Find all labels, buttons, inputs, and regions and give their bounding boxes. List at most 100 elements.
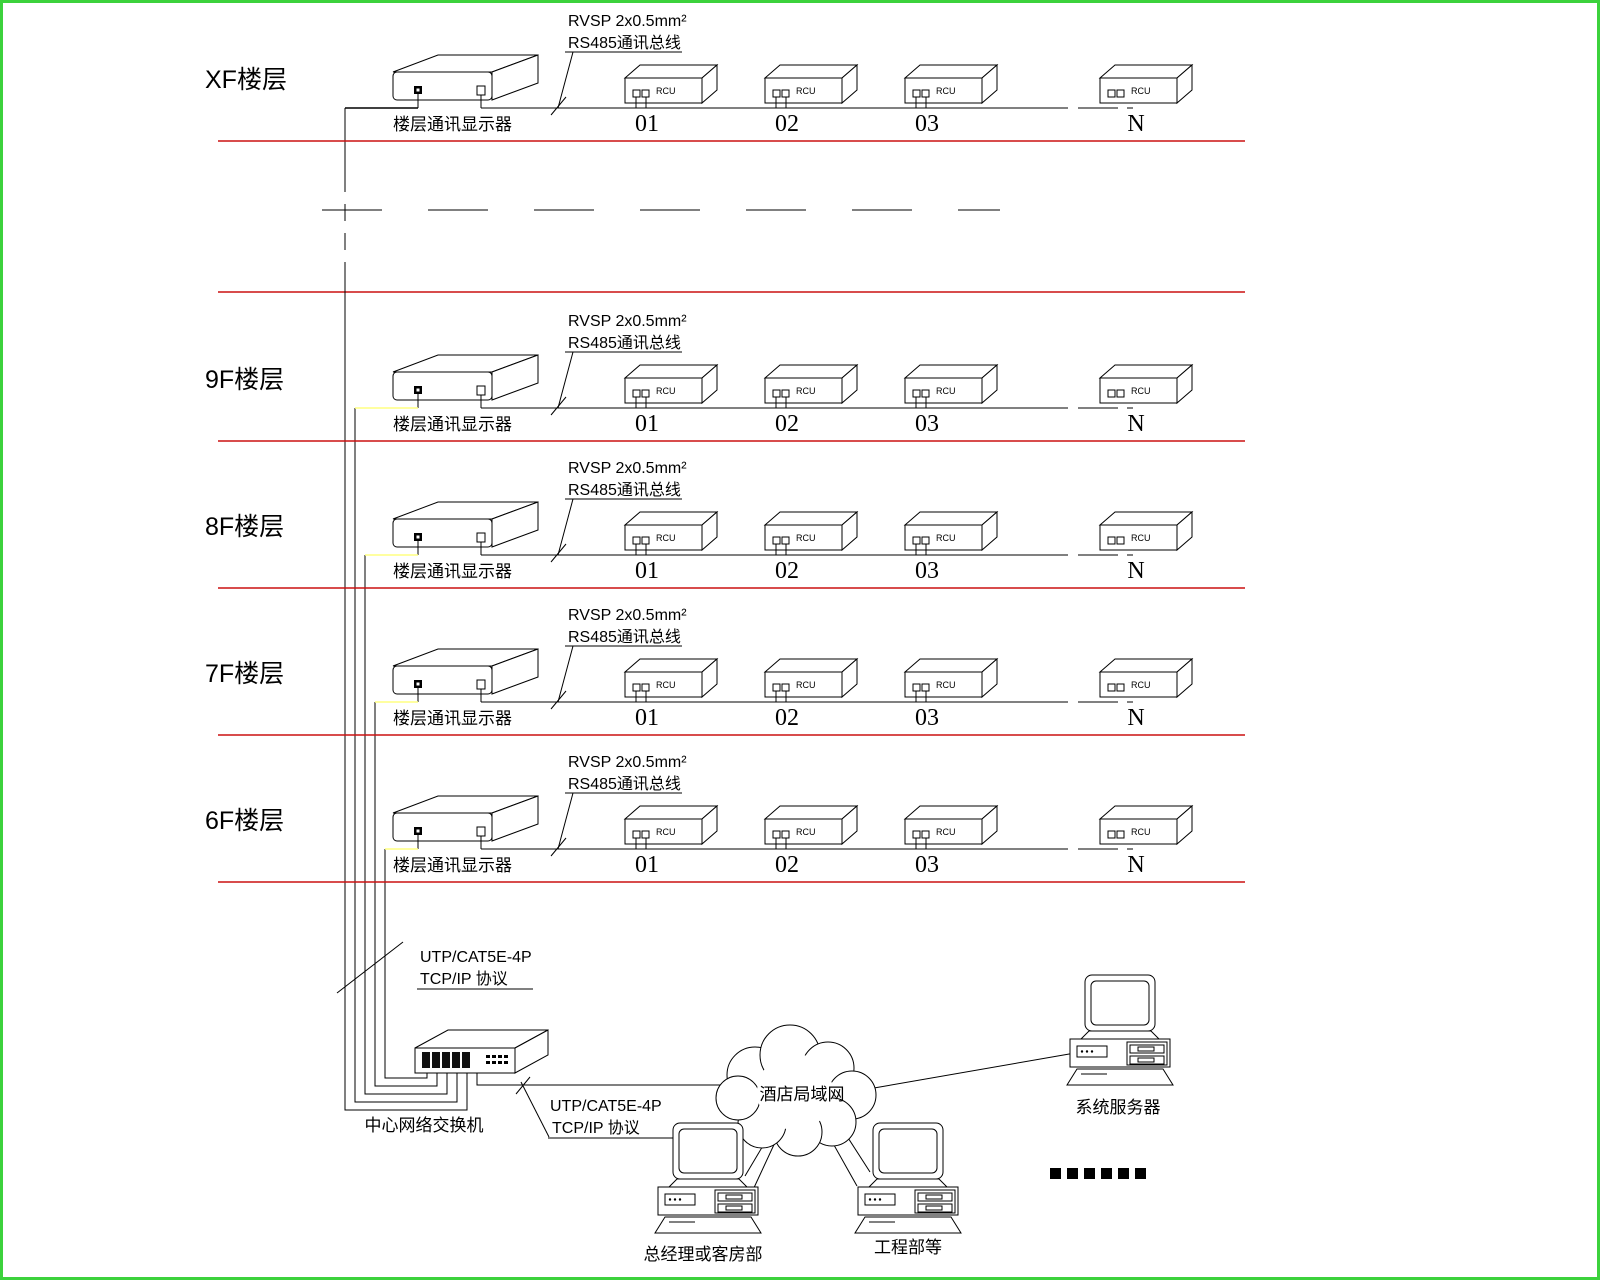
rcu-port <box>1107 830 1116 839</box>
bus-spec-callout: RVSP 2x0.5mm² RS485通讯总线 <box>550 460 687 563</box>
callout-tick <box>550 837 567 857</box>
more-terminals-ellipsis-icon <box>1050 1168 1146 1179</box>
rcu-number: 01 <box>635 558 659 584</box>
rcu-top-face <box>903 658 999 673</box>
riser-cables <box>344 108 468 1111</box>
rcu-port <box>921 536 930 545</box>
bus-spec-line1: RVSP 2x0.5mm² <box>568 607 687 624</box>
switch-to-lan-cable <box>476 1073 722 1086</box>
riser-cable-9f <box>354 408 458 1103</box>
rcu-unit: RCU 02 <box>763 63 859 137</box>
rcu-unit-n: RCU N <box>1098 363 1194 437</box>
rcu-device-label: RCU <box>796 386 816 396</box>
rcu-unit: RCU 03 <box>903 657 999 731</box>
rcu-number: 03 <box>915 111 939 137</box>
manager-housekeeping-computer: 总经理或客房部 <box>644 1122 763 1264</box>
riser-utp-callout: UTP/CAT5E-4P TCP/IP 协议 <box>336 941 533 994</box>
rcu-port <box>641 89 650 98</box>
rcu-number: 02 <box>775 852 799 878</box>
rcu-port <box>1107 89 1116 98</box>
rcu-top-face <box>1098 658 1194 673</box>
bus-spec-callout: RVSP 2x0.5mm² RS485通讯总线 <box>550 754 687 857</box>
rcu-port <box>912 683 921 692</box>
rcu-port <box>912 830 921 839</box>
floor-row: 9F楼层 楼层通讯显示器 RVSP 2x0.5mm² RS48 <box>205 313 1245 442</box>
riser-cable-8f <box>364 555 448 1095</box>
rcu-unit: RCU 03 <box>903 510 999 584</box>
rcu-port <box>772 536 781 545</box>
rcu-port <box>1107 389 1116 398</box>
rcu-port <box>781 389 790 398</box>
rcu-device-label: RCU <box>1131 827 1151 837</box>
rcu-port <box>772 830 781 839</box>
rcu-device-label: RCU <box>656 386 676 396</box>
utp-top-line1: UTP/CAT5E-4P <box>420 949 532 966</box>
floor-label: 7F楼层 <box>205 660 284 688</box>
display-label: 楼层通讯显示器 <box>393 115 512 134</box>
rcu-device-label: RCU <box>1131 86 1151 96</box>
rcu-unit: RCU 02 <box>763 804 859 878</box>
floor-row: XF楼层 楼层通讯显示器 RVSP 2x0.5mm² RS48 <box>205 13 1245 142</box>
rcu-unit: RCU 03 <box>903 804 999 878</box>
floor-display-unit: 楼层通讯显示器 <box>392 54 539 134</box>
rcu-port <box>1116 683 1125 692</box>
rcu-top-face <box>1098 805 1194 820</box>
lan-utp-callout: UTP/CAT5E-4P TCP/IP 协议 <box>515 1076 700 1139</box>
switch-port <box>422 1052 430 1068</box>
callout-leader <box>557 792 574 850</box>
computer-label: 系统服务器 <box>1076 1098 1161 1117</box>
switch-port <box>452 1052 460 1068</box>
computer-label: 总经理或客房部 <box>644 1245 763 1264</box>
rcu-top-face <box>903 364 999 379</box>
display-label: 楼层通讯显示器 <box>393 562 512 581</box>
rcu-top-face <box>623 64 719 79</box>
engineering-computer: 工程部等 <box>854 1122 962 1257</box>
rcu-unit: RCU 03 <box>903 363 999 437</box>
switch-port <box>432 1052 440 1068</box>
rcu-number: 03 <box>915 852 939 878</box>
rcu-number: 01 <box>635 852 659 878</box>
rcu-port <box>921 830 930 839</box>
callout-leader <box>557 645 574 703</box>
rcu-device-label: RCU <box>796 680 816 690</box>
cloud-label: 酒店局域网 <box>760 1085 845 1104</box>
rcu-number: 03 <box>915 411 939 437</box>
rcu-number: N <box>1127 852 1144 878</box>
rcu-top-face <box>1098 511 1194 526</box>
floor-display-unit: 楼层通讯显示器 <box>392 501 539 581</box>
floor-display-unit: 楼层通讯显示器 <box>392 795 539 875</box>
rcu-number: 03 <box>915 705 939 731</box>
callout-tick <box>550 396 567 416</box>
rcu-number: N <box>1127 558 1144 584</box>
rcu-port <box>781 89 790 98</box>
hotel-lan-cloud: 酒店局域网 <box>715 1024 877 1157</box>
rcu-port <box>912 389 921 398</box>
rcu-port <box>781 683 790 692</box>
callout-leader <box>557 51 574 109</box>
utp-bottom-line2: TCP/IP 协议 <box>552 1119 640 1137</box>
rcu-device-label: RCU <box>1131 386 1151 396</box>
rcu-top-face <box>763 658 859 673</box>
rcu-top-face <box>1098 364 1194 379</box>
callout-tick <box>515 1076 531 1095</box>
rcu-port <box>772 389 781 398</box>
display-port-right <box>476 85 486 96</box>
riser-cable-xf <box>344 266 468 1111</box>
display-port-right <box>476 385 486 396</box>
rcu-top-face <box>1098 64 1194 79</box>
floor-label: 8F楼层 <box>205 513 284 541</box>
floor-display-unit: 楼层通讯显示器 <box>392 648 539 728</box>
computer-label: 工程部等 <box>874 1238 942 1257</box>
bus-spec-line2: RS485通讯总线 <box>568 481 681 499</box>
bus-spec-line1: RVSP 2x0.5mm² <box>568 13 687 30</box>
rcu-number: N <box>1127 111 1144 137</box>
utp-bottom-line1: UTP/CAT5E-4P <box>550 1098 662 1115</box>
rcu-port <box>781 830 790 839</box>
cloud-shape <box>715 1024 877 1157</box>
rcu-unit: RCU 02 <box>763 510 859 584</box>
rcu-unit-n: RCU N <box>1098 63 1194 137</box>
rcu-device-label: RCU <box>656 827 676 837</box>
bus-spec-line2: RS485通讯总线 <box>568 775 681 793</box>
